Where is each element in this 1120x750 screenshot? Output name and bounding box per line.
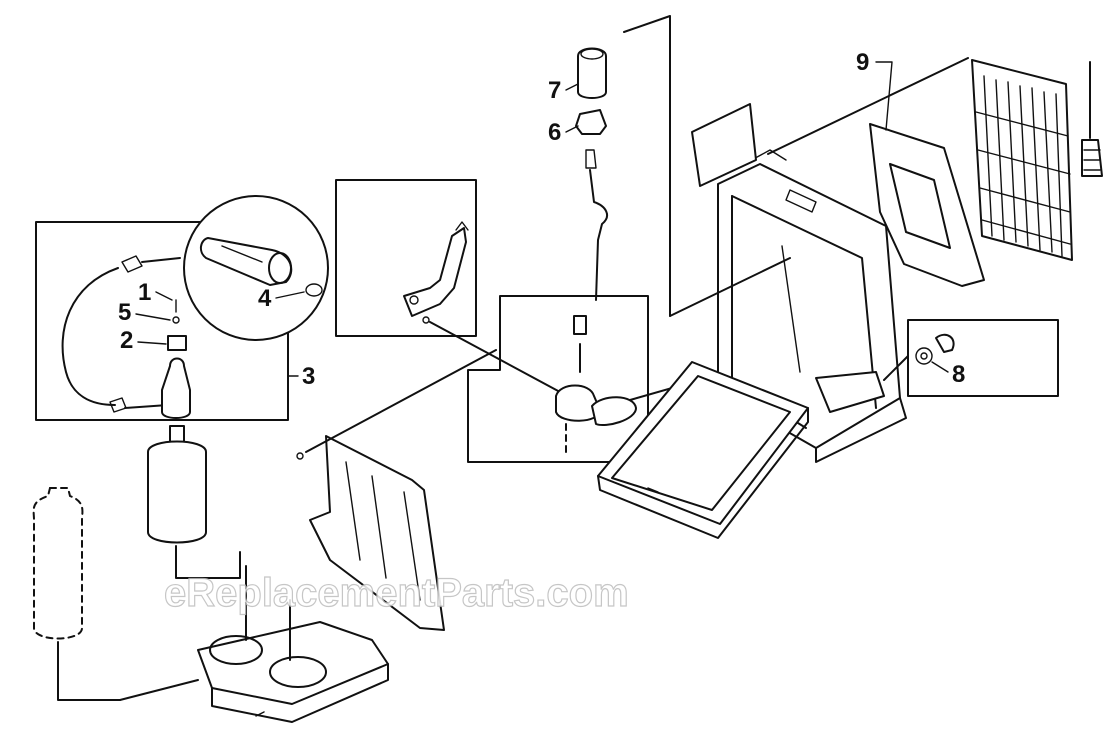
callout-6: 6: [548, 119, 579, 146]
co2-cylinder: [147, 425, 241, 579]
regulator-stack: [161, 299, 191, 419]
cap-part-7: [577, 47, 607, 99]
svg-text:1: 1: [138, 279, 151, 306]
spare-cylinder-dashed: [32, 487, 121, 701]
callout-7: 7: [548, 77, 579, 104]
callout-5: 5: [118, 299, 171, 326]
magnified-fitting-detail: [183, 195, 329, 341]
callout-2: 2: [120, 327, 167, 354]
drip-tray: [597, 361, 809, 539]
knob-inset-box: [883, 319, 1059, 397]
o-ring-part-4: [305, 283, 323, 297]
callout-9: 9: [856, 49, 893, 131]
callout-4: 4: [258, 285, 305, 312]
callout-1: 1: [138, 279, 173, 306]
side-latch-part: [1081, 61, 1103, 177]
watermark-text: eReplacementParts.com: [164, 571, 629, 615]
svg-text:3: 3: [302, 363, 315, 390]
svg-text:2: 2: [120, 327, 133, 354]
svg-text:8: 8: [952, 361, 965, 388]
nozzle-part-6: [575, 109, 607, 135]
svg-text:9: 9: [856, 49, 869, 76]
callout-8: 8: [931, 361, 965, 388]
mounting-plate: [296, 349, 497, 631]
door-frame: [767, 57, 985, 287]
callout-3: 3: [287, 363, 315, 390]
nozzle-tube: [585, 149, 609, 301]
svg-text:6: 6: [548, 119, 561, 146]
valve-assembly-box: [467, 295, 701, 463]
base-tray: [119, 565, 389, 723]
bracket-inset-box: [335, 179, 561, 393]
grille-panel: [971, 59, 1073, 261]
svg-text:7: 7: [548, 77, 561, 104]
svg-text:5: 5: [118, 299, 131, 326]
svg-text:4: 4: [258, 285, 272, 312]
